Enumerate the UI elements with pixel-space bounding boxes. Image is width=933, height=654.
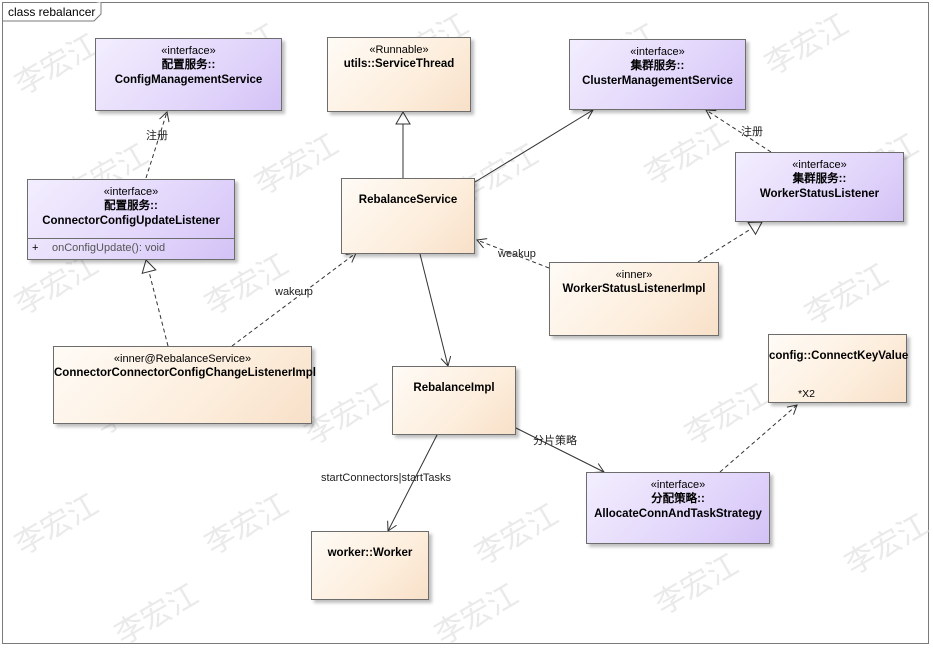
class-name: ConfigManagementService [114, 74, 263, 86]
edge-service-to-impl [419, 253, 452, 367]
edge-label-strategy: 分片策略 [533, 435, 577, 447]
frame-title: class rebalancer [8, 5, 96, 19]
node-worker-status-listener[interactable]: «interface» 集群服务:: WorkerStatusListener [735, 152, 904, 222]
node-worker-status-listener-impl[interactable]: «inner» WorkerStatusListenerImpl [549, 262, 719, 336]
operations-compartment: + onConfigUpdate(): void [28, 238, 234, 259]
namespace: 配置服务:: [104, 200, 158, 212]
edge-label-start: startConnectors|startTasks [321, 472, 452, 484]
edge-label-register-config: 注册 [146, 130, 168, 142]
edge-rebalance-to-cluster [474, 109, 594, 183]
node-connect-key-value[interactable]: config::ConnectKeyValue *X2 [768, 334, 909, 403]
class-name: WorkerStatusListener [759, 188, 880, 200]
stereotype: «interface» [161, 45, 216, 57]
class-name: ClusterManagementService [582, 75, 733, 87]
stereotype: «interface» [103, 186, 159, 198]
namespace: 配置服务:: [161, 59, 216, 71]
edge-workerimpl-wakeup [476, 238, 550, 269]
namespace: 集群服务:: [630, 60, 685, 72]
edge-listener-register-cluster [705, 109, 772, 153]
class-name: WorkerStatusListenerImpl [562, 283, 706, 295]
namespace: 集群服务:: [792, 173, 847, 185]
stereotype: «inner@RebalanceService» [113, 353, 252, 365]
edge-configimpl-realizes-listener [141, 259, 169, 347]
edge-impl-to-strategy [515, 427, 605, 473]
stereotype: «interface» [630, 46, 685, 58]
edge-configimpl-wakeup [231, 252, 357, 347]
frame-tab: class rebalancer [2, 2, 102, 22]
stereotype: «interface» [792, 159, 847, 171]
diagram-frame [2, 2, 929, 644]
edge-strategy-to-kv [719, 404, 798, 473]
multiplicity-label: *X2 [798, 388, 815, 400]
node-cluster-management-service[interactable]: «interface» 集群服务:: ClusterManagementServ… [569, 39, 746, 110]
namespace: 分配策略:: [651, 493, 705, 505]
node-worker[interactable]: worker::Worker [311, 531, 429, 600]
edge-label-wakeup-worker: weakup [498, 248, 536, 260]
edge-workerimpl-realizes-listener [697, 221, 763, 263]
node-connector-config-update-listener[interactable]: «interface» 配置服务:: ConnectorConfigUpdate… [27, 179, 235, 260]
stereotype: «Runnable» [369, 44, 429, 56]
class-name: RebalanceService [358, 194, 458, 206]
node-allocate-strategy[interactable]: «interface» 分配策略:: AllocateConnAndTaskSt… [586, 472, 770, 544]
node-rebalance-service[interactable]: RebalanceService [341, 178, 475, 254]
operation: onConfigUpdate(): void [52, 242, 166, 254]
class-name: AllocateConnAndTaskStrategy [594, 508, 762, 520]
edge-label-wakeup-config: wakeup [275, 286, 313, 298]
class-name: ConnectorConfigUpdateListener [42, 215, 220, 227]
class-name: RebalanceImpl [413, 382, 495, 394]
edge-impl-to-worker [387, 434, 438, 532]
stereotype: «inner» [615, 269, 653, 281]
visibility-marker: + [32, 242, 39, 254]
node-config-management-service[interactable]: «interface» 配置服务:: ConfigManagementServi… [95, 38, 282, 111]
stereotype: «interface» [650, 479, 706, 491]
class-name: utils::ServiceThread [343, 58, 455, 70]
edge-listener-register-config [145, 111, 170, 179]
class-name: worker::Worker [327, 547, 413, 559]
class-name: config::ConnectKeyValue [769, 350, 909, 362]
class-name: ConnectorConnectorConfigChangeListenerIm… [54, 367, 316, 379]
edge-label-register-cluster: 注册 [741, 126, 763, 138]
node-config-change-listener-impl[interactable]: «inner@RebalanceService» ConnectorConnec… [53, 346, 316, 424]
node-service-thread[interactable]: «Runnable» utils::ServiceThread [327, 37, 471, 112]
node-rebalance-impl[interactable]: RebalanceImpl [392, 366, 516, 435]
